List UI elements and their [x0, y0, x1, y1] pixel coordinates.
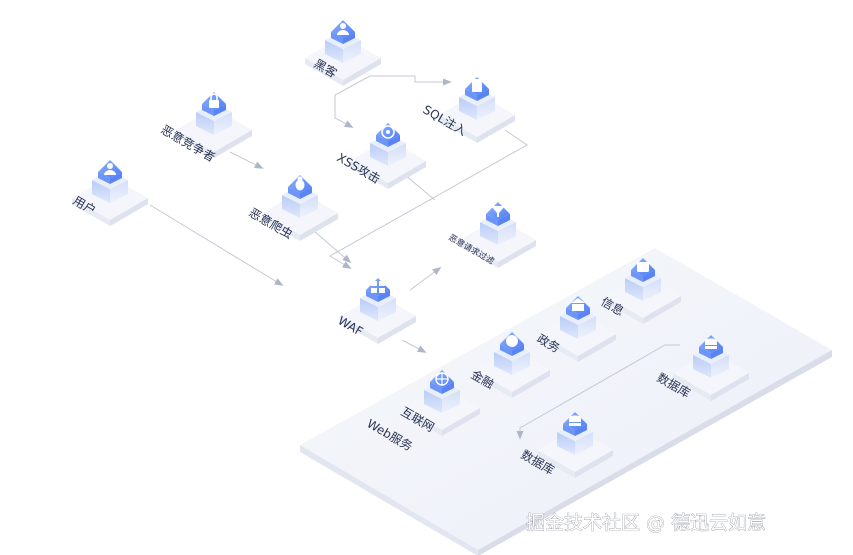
node-malicious-competitor: 恶意竞争者: [159, 92, 252, 165]
node-cube: [625, 258, 661, 301]
node-xss-attack: XSS攻击: [335, 123, 426, 189]
node-cube: [325, 20, 361, 63]
firewall-icon: [371, 281, 385, 293]
node-cube: [370, 123, 406, 166]
node-finance: 金融: [469, 332, 550, 398]
globe-icon: [435, 372, 449, 386]
line-crawler-to-waf: [314, 231, 352, 264]
node-cube: [459, 77, 495, 120]
target-icon: [381, 125, 395, 139]
line-user-to-waf: [149, 204, 284, 286]
connection-lines: [149, 75, 680, 440]
line-hacker-to-sql: [370, 75, 452, 86]
node-waf: WAF: [336, 278, 416, 344]
node-malicious-crawler: 恶意爬虫: [247, 175, 338, 242]
node-cube: [560, 296, 596, 339]
node-cube: [494, 332, 530, 375]
user-icon: [104, 163, 116, 175]
line-waf-to-filter: [409, 266, 442, 291]
node-user: 用户: [71, 160, 148, 226]
node-database-bottom: 数据库: [519, 412, 613, 478]
node-sql-injection: SQL注入: [421, 77, 515, 143]
line-sql-to-waf: [329, 129, 528, 269]
watermark-text: 掘金技术社区 @ 德迅云如意: [526, 512, 766, 534]
node-database-right: 数据库: [655, 335, 749, 401]
node-cube: [424, 370, 460, 413]
node-cube: [693, 335, 729, 378]
document-icon: [472, 79, 482, 92]
node-cube: [557, 412, 593, 455]
line-waf-to-platform: [401, 339, 427, 353]
line-competitor-to-crawler: [229, 151, 264, 169]
bug-icon: [295, 176, 305, 191]
node-government: 政务: [535, 296, 616, 362]
node-cube: [92, 160, 128, 203]
node-hacker: 黑客: [305, 20, 381, 86]
line-xss-to-filter: [404, 174, 436, 201]
filter-icon: [491, 206, 505, 217]
node-cube: [480, 202, 516, 245]
lock-icon: [209, 93, 219, 108]
hacker-icon: [337, 23, 349, 35]
info-icon: [637, 262, 649, 272]
node-cube: [360, 278, 396, 321]
database-icon: [569, 415, 581, 426]
coin-icon: [506, 335, 518, 347]
building-icon: [571, 298, 585, 311]
web-service-platform: [300, 248, 832, 555]
line-hacker-to-xss: [334, 75, 371, 128]
node-cube: [282, 175, 318, 218]
node-malicious-request-filter: 恶意请求过滤: [447, 202, 536, 268]
line-db-right-to-db-bottom: [516, 344, 680, 440]
database-icon: [705, 338, 717, 349]
node-info: 信息: [599, 258, 681, 324]
node-cube: [196, 92, 232, 135]
